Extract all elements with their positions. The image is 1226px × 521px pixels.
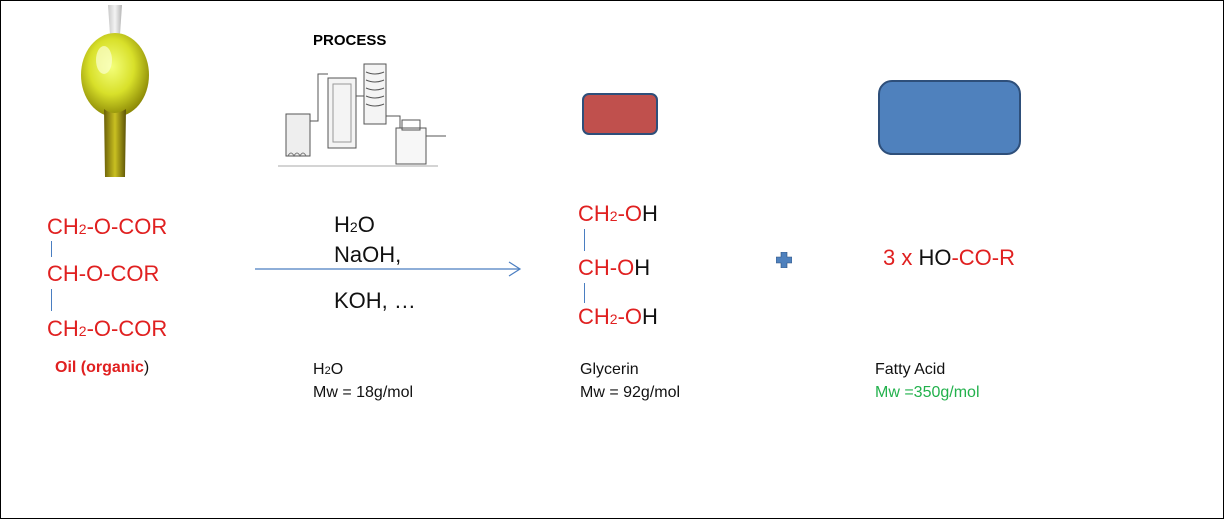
process-title: PROCESS [313, 32, 387, 49]
process-apparatus-icon [278, 63, 446, 167]
glycerin-bond-1 [584, 229, 585, 251]
glycerin-box [582, 93, 658, 135]
fatty-acid-box [878, 80, 1021, 155]
oil-pour-icon [81, 5, 149, 177]
fatty-acid-label: Fatty Acid [875, 361, 946, 378]
fatty-acid-formula: 3 x HO-CO-R [883, 245, 1016, 270]
glycerin-label: Glycerin [580, 361, 639, 378]
glycerin-formula-line2: CH-OH [578, 255, 651, 280]
plus-icon [776, 252, 792, 268]
oil-bond-2 [51, 289, 52, 311]
water-mw: Mw = 18g/mol [313, 384, 414, 401]
reagent-water: H2O [334, 212, 375, 237]
reagent-koh: KOH, … [334, 288, 416, 313]
glycerin-formula-line3: CH2-OH [578, 304, 658, 329]
oil-formula-line1: CH2-O-COR [47, 214, 168, 239]
oil-formula-line3: CH2-O-COR [47, 316, 168, 341]
oil-bond-1 [51, 241, 52, 257]
water-label: H2O [313, 361, 344, 378]
glycerin-mw: Mw = 92g/mol [580, 384, 681, 401]
glycerin-bond-2 [584, 283, 585, 303]
reagent-naoh: NaOH, [334, 242, 402, 267]
oil-label: Oil (organic) [55, 359, 150, 376]
oil-formula-line2: CH-O-COR [47, 261, 160, 286]
fatty-acid-mw: Mw =350g/mol [875, 384, 980, 401]
reaction-arrow [255, 261, 522, 277]
glycerin-formula-line1: CH2-OH [578, 201, 658, 226]
